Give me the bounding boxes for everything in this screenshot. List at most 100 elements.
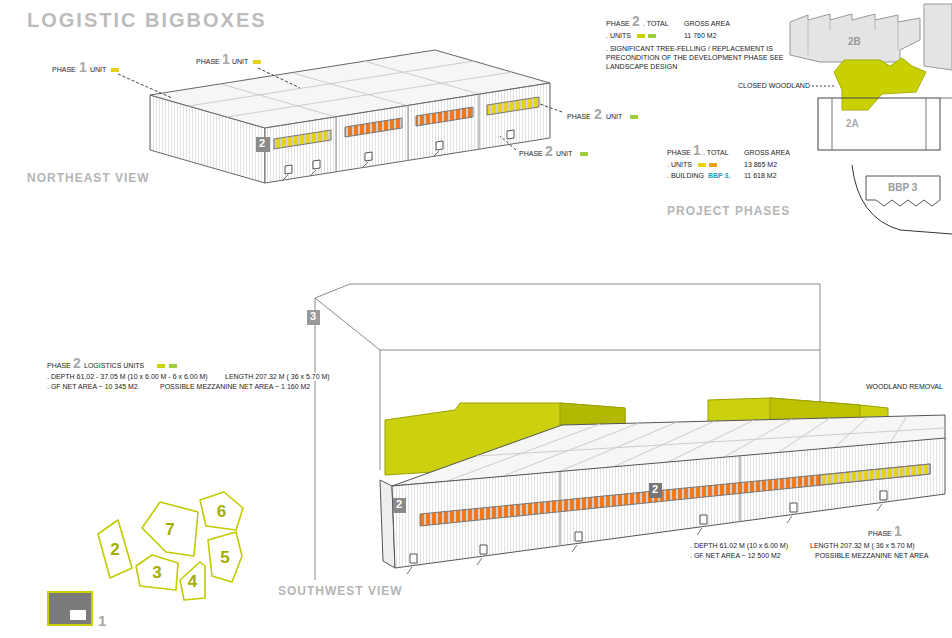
plot-number: 5 bbox=[220, 549, 229, 566]
bbp3-building bbox=[866, 176, 940, 206]
plot-number: 3 bbox=[152, 564, 161, 581]
area-text: POSSIBLE MEZZANINE NET AREA ~ 1 160 M2 bbox=[160, 383, 310, 391]
phase-number: 2 bbox=[594, 106, 602, 122]
plot-number: 2 bbox=[110, 541, 119, 558]
unit-number-tab bbox=[393, 498, 406, 513]
plot-shape bbox=[200, 492, 243, 530]
phase-swatch bbox=[253, 60, 261, 64]
dimension-text: LENGTH 207.32 M ( 36 x 5.70 M) bbox=[810, 542, 915, 550]
phase-text: PHASE bbox=[667, 149, 691, 157]
plot-shape bbox=[180, 562, 205, 600]
phase-number: 1 bbox=[79, 59, 87, 75]
facade bbox=[265, 83, 550, 183]
facade bbox=[392, 438, 945, 568]
site-plot: 5 bbox=[208, 532, 242, 582]
area-text: POSSIBLE MEZZANINE NET AREA bbox=[815, 552, 928, 560]
site-plot: 3 bbox=[136, 555, 178, 590]
building-label: BBP 3 bbox=[888, 182, 917, 194]
callout-text: UNIT bbox=[556, 150, 572, 158]
phase-number: 2 bbox=[632, 13, 640, 29]
phase-swatch bbox=[157, 364, 165, 368]
dimension-text: LENGTH 207.32 M ( 36 x 5.70 M) bbox=[225, 373, 330, 381]
area-text: . UNITS bbox=[606, 32, 631, 40]
window-band bbox=[416, 107, 473, 126]
callout-text: PHASE bbox=[567, 113, 591, 121]
site-plot: 7 bbox=[142, 502, 198, 556]
site-plot: 6 bbox=[200, 492, 243, 530]
callout-text: UNIT bbox=[232, 58, 248, 66]
plot-number: 4 bbox=[188, 573, 197, 590]
phase-text: PHASE bbox=[868, 530, 892, 538]
note-text: . SIGNIFICANT TREE-FELLING / REPLACEMENT… bbox=[606, 44, 788, 71]
window-band bbox=[420, 464, 930, 526]
area-text: GROSS AREA bbox=[744, 149, 790, 157]
phase-number: 1 bbox=[693, 142, 701, 158]
section-title: PROJECT PHASES bbox=[667, 205, 790, 219]
dimension-text: . DEPTH 61.02 M (10 x 6.00 M) bbox=[690, 542, 788, 550]
phase-swatch bbox=[169, 364, 177, 368]
plot-number: 1 bbox=[98, 612, 106, 629]
leader-line bbox=[812, 86, 836, 87]
plot-shape bbox=[208, 532, 242, 582]
northeast-building bbox=[150, 50, 550, 183]
building-joint bbox=[832, 98, 952, 150]
area-value: 11 618 M2 bbox=[744, 172, 777, 180]
unit-number-tab bbox=[307, 310, 320, 325]
area-text: . BUILDING bbox=[667, 172, 704, 180]
unit-number: 3 bbox=[307, 310, 319, 323]
phase-number: 1 bbox=[222, 51, 230, 67]
unit-number-tab bbox=[649, 483, 662, 498]
loading-door bbox=[285, 130, 514, 174]
area-value: 11 760 M2 bbox=[684, 32, 717, 40]
unit-joint bbox=[336, 94, 479, 172]
phase-swatch bbox=[580, 152, 588, 156]
plot-number: 6 bbox=[217, 503, 226, 520]
area-text: . TOTAL bbox=[643, 20, 669, 28]
unit-number: 2 bbox=[393, 498, 405, 511]
area-text: . TOTAL bbox=[703, 149, 729, 157]
phase-swatch bbox=[698, 163, 706, 167]
area-text: . GF NET AREA ~ 12 500 M2 bbox=[690, 552, 781, 560]
plot-shape bbox=[136, 555, 178, 590]
phase-swatch bbox=[648, 34, 656, 38]
callout-text: UNIT bbox=[606, 113, 622, 121]
key-plot-court bbox=[70, 610, 86, 620]
phase-swatch bbox=[111, 68, 119, 72]
closed-woodland bbox=[834, 58, 926, 110]
building-label: 2A bbox=[846, 118, 859, 130]
ramp bbox=[407, 504, 882, 574]
callout-text: PHASE bbox=[519, 150, 543, 158]
window-band bbox=[487, 97, 539, 115]
site-boundary bbox=[852, 165, 952, 234]
callout-text: PHASE bbox=[196, 58, 220, 66]
building-joint bbox=[808, 20, 898, 55]
southwest-building bbox=[380, 415, 945, 574]
phase-swatch bbox=[630, 115, 638, 119]
phase-text: LOGISTICS UNITS bbox=[84, 362, 144, 370]
site-label: CLOSED WOODLAND bbox=[738, 82, 810, 90]
plot-shape bbox=[98, 520, 132, 578]
building-label: 2B bbox=[848, 36, 861, 48]
site-plot: 2 bbox=[98, 520, 132, 578]
window-band bbox=[820, 464, 930, 485]
phase-swatch bbox=[637, 34, 645, 38]
unit-number: 2 bbox=[256, 137, 268, 150]
planned-building bbox=[818, 98, 940, 150]
key-plot-building bbox=[48, 592, 92, 625]
site-plot: 4 bbox=[180, 562, 205, 600]
area-value: 13 865 M2 bbox=[744, 161, 777, 169]
existing-building bbox=[924, 4, 952, 70]
area-text: . UNITS bbox=[667, 161, 692, 169]
site-plan bbox=[790, 4, 952, 234]
leader-line bbox=[118, 68, 562, 150]
plot-shape bbox=[142, 502, 198, 556]
plot-number: 7 bbox=[165, 521, 174, 538]
board-title: LOGISTIC BIGBOXES bbox=[27, 9, 267, 32]
phase-number: 2 bbox=[545, 143, 553, 159]
unit-number-tab bbox=[256, 137, 270, 152]
view-title: SOUTHWEST VIEW bbox=[278, 585, 403, 599]
window-band bbox=[345, 118, 402, 137]
callout-text: PHASE bbox=[52, 66, 76, 74]
building-code: BBP 3. bbox=[708, 172, 730, 180]
area-text: GROSS AREA bbox=[684, 20, 730, 28]
